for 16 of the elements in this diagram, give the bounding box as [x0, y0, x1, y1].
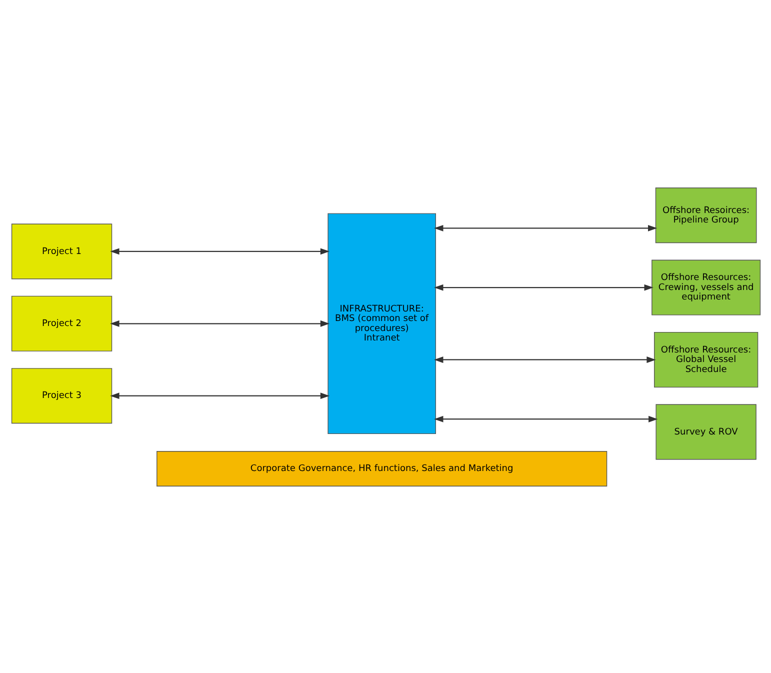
node-box: Offshore Resources: Global Vessel Schedule	[654, 331, 758, 388]
node-box: Project 3	[10, 368, 112, 424]
arrow	[110, 320, 330, 326]
node-box: Corporate Governance, HR functions, Sales and Marketing	[156, 450, 607, 486]
arrow	[110, 248, 330, 254]
arrow	[434, 284, 653, 290]
arrow	[434, 224, 657, 231]
node-box: Survey & ROV	[655, 404, 756, 460]
arrow	[434, 356, 656, 362]
node-box: Project 2	[10, 295, 112, 351]
node-box: INFRASTRUCTURE: BMS (common set of procedures) Intranet	[327, 212, 436, 434]
node-box: Offshore Resoirces: Pipeline Group	[654, 187, 756, 243]
node-box: Project 1	[10, 223, 112, 279]
node-box: Offshore Resources: Crewing, vessels and equipment	[651, 259, 760, 315]
arrow	[434, 415, 658, 422]
arrow	[110, 392, 330, 399]
